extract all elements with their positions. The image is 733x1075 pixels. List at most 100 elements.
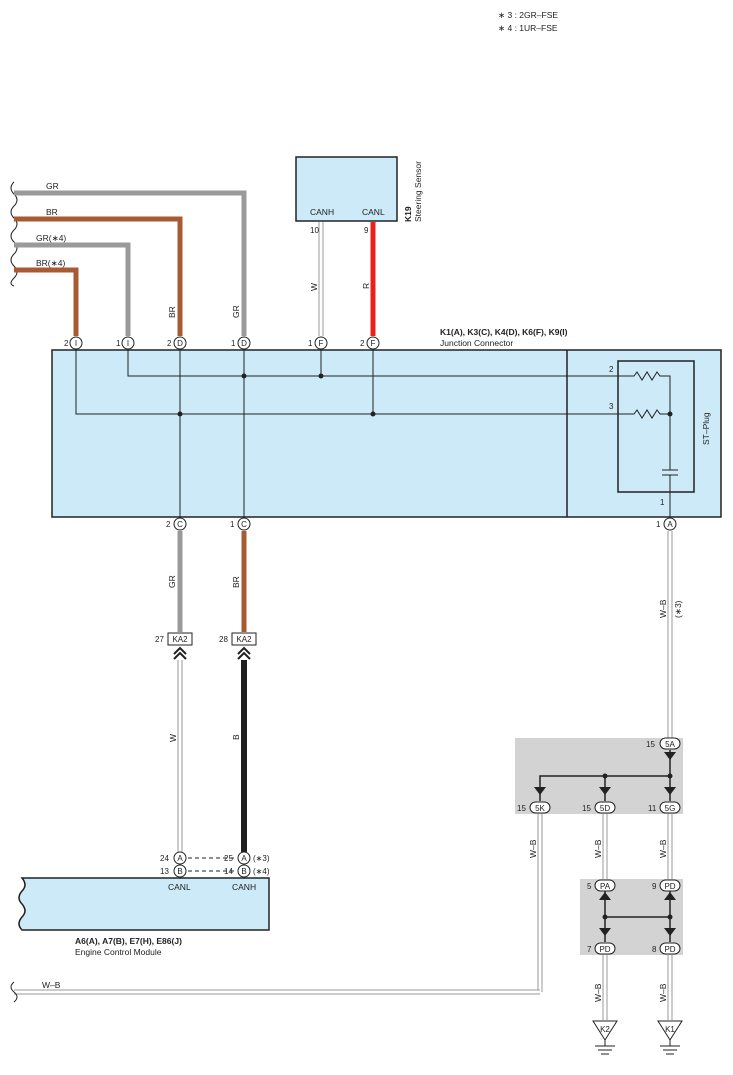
ecm-canl: CANL xyxy=(168,882,191,892)
gr-wire-4 xyxy=(14,242,131,336)
st-inner-pin-2: 2 xyxy=(609,365,614,374)
ground-k2-label: K2 xyxy=(600,1025,610,1034)
wb-5g-label: W–B xyxy=(658,839,668,858)
top-pin-3-num: 2 xyxy=(167,339,172,348)
jb1-arrows xyxy=(534,752,676,795)
ecm-name: Engine Control Module xyxy=(75,947,162,957)
top-pin-6-num: 2 xyxy=(360,339,365,348)
st-plug-internal xyxy=(626,371,678,524)
bottom-pin-2-letter: C xyxy=(241,520,247,529)
jb1-5a-num: 15 xyxy=(646,740,655,749)
ground-k1-label: K1 xyxy=(665,1025,675,1034)
note-1: ∗ 3 : 2GR–FSE xyxy=(498,10,558,20)
ecm-pin-13-num: 13 xyxy=(160,867,169,876)
ecm-code: A6(A), A7(B), E7(H), E86(J) xyxy=(75,936,182,946)
wb-5d-label: W–B xyxy=(593,839,603,858)
br-mid-label: BR xyxy=(231,576,241,588)
wb-main-label: W–B xyxy=(658,599,668,618)
gr-top-label: GR xyxy=(231,305,241,318)
bottom-pin-3-num: 1 xyxy=(656,520,661,529)
note-2: ∗ 4 : 1UR–FSE xyxy=(498,23,558,33)
steering-sensor-box xyxy=(295,156,398,222)
st-plug-box xyxy=(617,360,695,493)
ecm-pin-25-letter: A xyxy=(241,854,247,863)
junction-internal-wiring xyxy=(75,343,626,524)
sensor-pin-10: 10 xyxy=(310,226,319,235)
steering-sensor-name: Steering Sensor xyxy=(413,161,423,222)
junction-connector-box xyxy=(51,349,722,518)
junction-connector-code: K1(A), K3(C), K4(D), K6(F), K9(I) xyxy=(440,327,568,337)
r-top-label: R xyxy=(361,283,371,289)
bottom-pin-1-letter: C xyxy=(177,520,183,529)
steering-sensor-canl: CANL xyxy=(362,207,385,217)
jb2-pa-code: PA xyxy=(600,882,611,891)
jb2-pd8-num: 8 xyxy=(652,945,657,954)
ecm-pin-14-letter: B xyxy=(241,867,246,876)
jb2-dots xyxy=(602,914,673,920)
wb-pd7-label: W–B xyxy=(593,983,603,1002)
wb-wires-ground xyxy=(602,955,673,1020)
bottom-pin-1-num: 2 xyxy=(166,520,171,529)
wb-main-note: (∗3) xyxy=(673,600,683,618)
ka2-connector-27 xyxy=(167,632,193,646)
ka2-27-code: KA2 xyxy=(172,635,188,644)
top-pin-4-letter: D xyxy=(241,339,247,348)
wb-bottom-wire xyxy=(10,981,540,1003)
gr-mid-label: GR xyxy=(167,575,177,588)
ka2-27-num: 27 xyxy=(155,635,164,644)
top-pin-2-num: 1 xyxy=(116,339,121,348)
jb2-pd8-code: PD xyxy=(664,945,675,954)
jb2-pa-pin xyxy=(594,879,616,892)
top-pin-1-letter: I xyxy=(75,339,77,348)
jb1-5k-pin xyxy=(529,801,551,814)
jb1-5g-code: 5G xyxy=(665,804,676,813)
ecm-pins xyxy=(173,851,251,878)
top-pin-5-letter: F xyxy=(319,339,324,348)
ground-k1 xyxy=(657,1020,683,1055)
jb2-pd8-pin xyxy=(659,942,681,955)
ecm-pin-24-num: 24 xyxy=(160,854,169,863)
steering-sensor-code: K19 xyxy=(403,206,413,222)
left-wire-label-4: BR(∗4) xyxy=(36,258,65,268)
jb2-pd7-code: PD xyxy=(599,945,610,954)
w-low-label: W xyxy=(168,734,178,742)
junction-top-pins xyxy=(69,336,380,350)
jb1-5d-pin xyxy=(594,801,616,814)
jb1-dots xyxy=(602,773,673,779)
sensor-pin-9: 9 xyxy=(364,226,369,235)
jb2-pd7-num: 7 xyxy=(587,945,592,954)
wb-bottom-label: W–B xyxy=(42,980,61,990)
junction-connector-name: Junction Connector xyxy=(440,338,513,348)
jb2-pd7-pin xyxy=(594,942,616,955)
ka2-chevrons xyxy=(173,646,251,660)
br-top-label: BR xyxy=(167,306,177,318)
b-low-label: B xyxy=(231,734,241,740)
wb-pd8-label: W–B xyxy=(658,983,668,1002)
wb-wires-middle xyxy=(537,814,673,992)
top-pin-6-letter: F xyxy=(371,339,376,348)
ecm-pin-24-letter: A xyxy=(177,854,183,863)
bottom-pin-2-num: 1 xyxy=(230,520,235,529)
top-pin-3-letter: D xyxy=(177,339,183,348)
top-pin-5-num: 1 xyxy=(308,339,313,348)
jb1-5k-code: 5K xyxy=(535,804,545,813)
ka2-28-code: KA2 xyxy=(236,635,252,644)
ecm-box xyxy=(18,877,270,931)
top-pin-1-num: 2 xyxy=(64,339,69,348)
jb1-5a-code: 5A xyxy=(665,740,675,749)
ecm-pin-14-num: 14 xyxy=(224,867,233,876)
jb1-5g-pin xyxy=(659,801,681,814)
jb1-5d-code: 5D xyxy=(600,804,610,813)
top-pin-2-letter: I xyxy=(127,339,129,348)
jb2-pd9-code: PD xyxy=(664,882,675,891)
junction-bottom-pins xyxy=(173,517,677,531)
jb2-arrows xyxy=(599,892,676,936)
br-wire-4 xyxy=(14,267,79,336)
jb1-5a-pin xyxy=(659,737,681,750)
ecm-pin-14-note: (∗4) xyxy=(253,867,270,876)
jb1-5g-num: 11 xyxy=(648,804,657,813)
bottom-pin-3-letter: A xyxy=(667,520,673,529)
jb2-pd9-pin xyxy=(659,879,681,892)
jb1-5k-num: 15 xyxy=(517,804,526,813)
